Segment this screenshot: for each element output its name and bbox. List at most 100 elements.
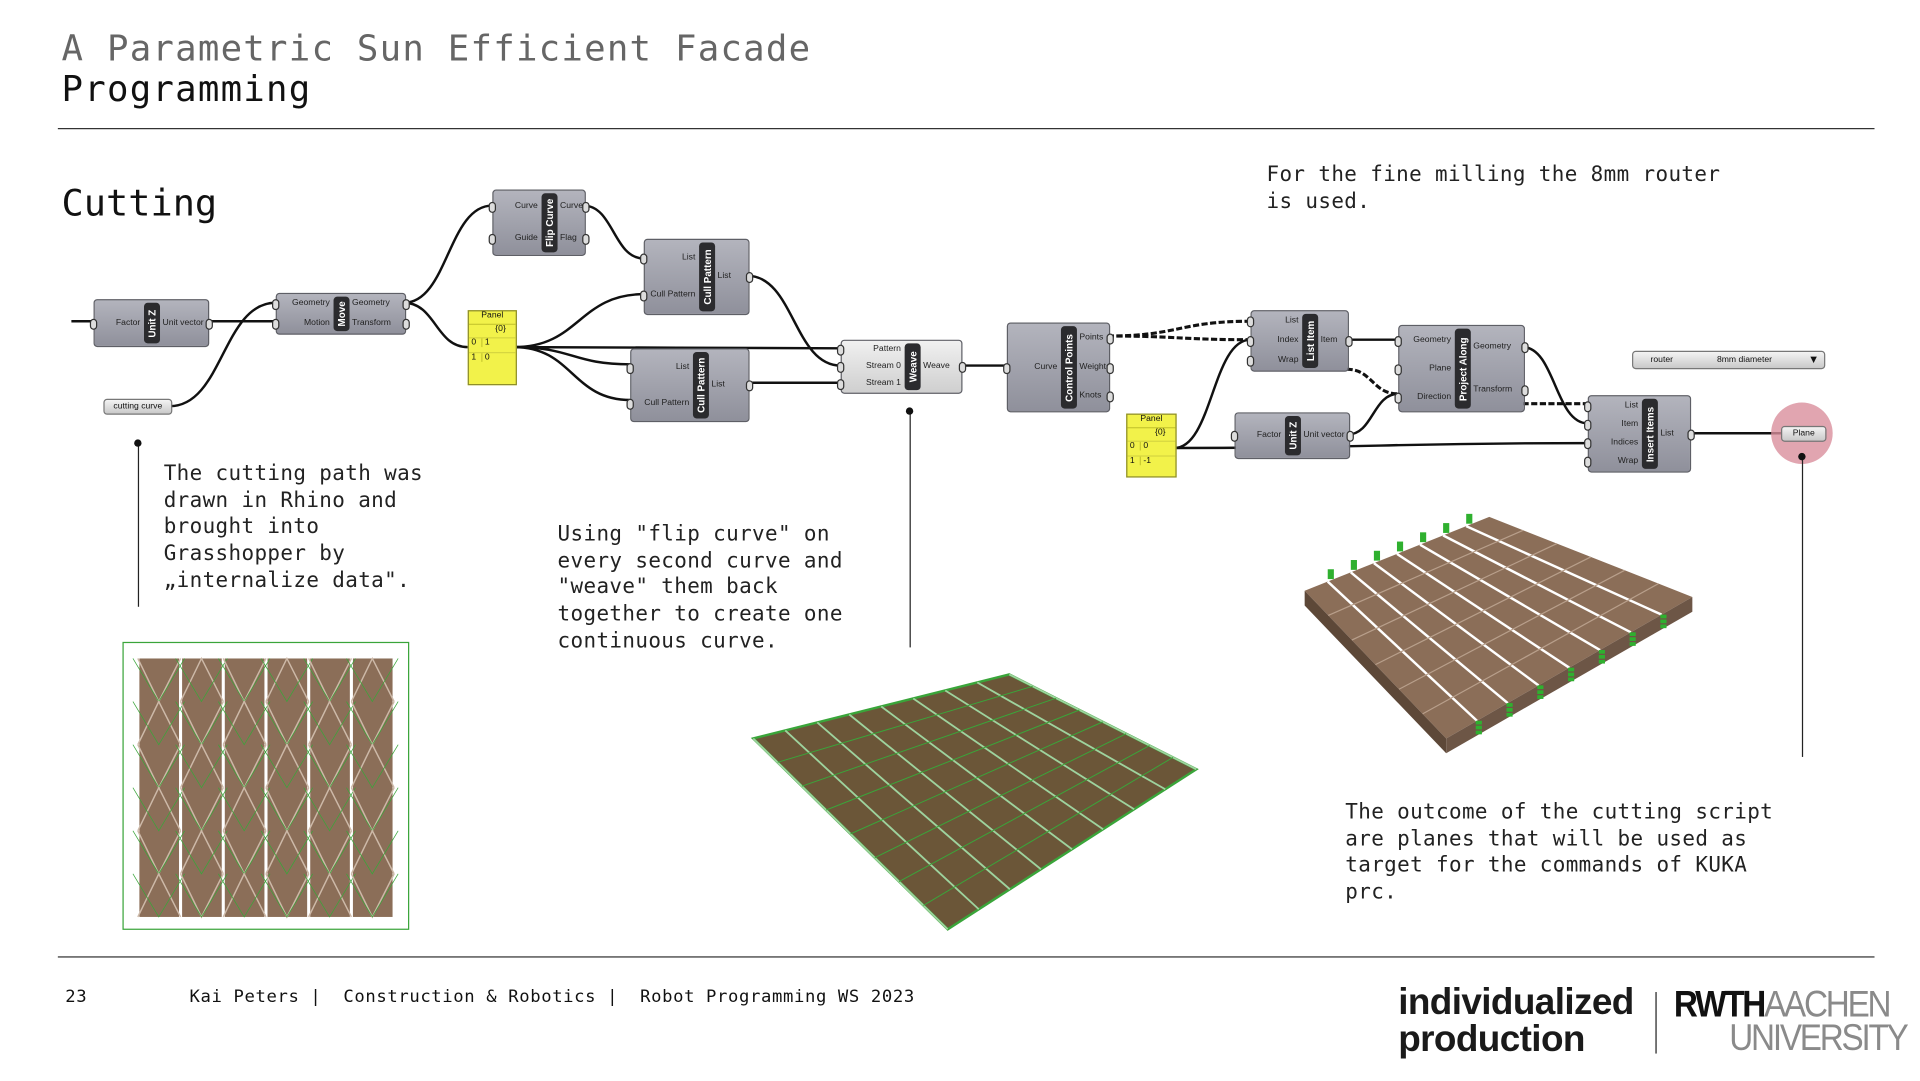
facet-edge [137,872,182,918]
wire [747,274,841,367]
port-grip[interactable] [1687,428,1695,441]
port-grip[interactable] [836,361,845,373]
port-grip[interactable] [745,380,754,392]
port-grip[interactable] [640,290,648,302]
port-grip[interactable] [1394,392,1402,404]
port-grip[interactable] [640,253,648,265]
port-grip[interactable] [1584,438,1592,450]
port-grip[interactable] [836,379,845,391]
plane-param[interactable]: Plane [1780,425,1827,442]
node-title-bar: List Item [1302,313,1319,369]
target-plane-marker [1350,560,1357,570]
row-value: 1 [484,338,490,348]
cutting-curve-param[interactable]: cutting curve [103,398,173,415]
input-curve: Curve [514,201,538,211]
port-grip[interactable] [272,318,280,330]
input-index: Index [1277,336,1299,345]
page-number: 23 [65,987,88,1007]
mesh-line [825,709,1080,811]
node-title-bar: Project Along [1454,328,1471,409]
output-weights: Weights [1079,362,1111,372]
port-grip[interactable] [836,344,845,356]
port-grip[interactable] [958,361,967,373]
port-grip[interactable] [488,201,497,213]
facet-edge [265,742,310,789]
port-grip[interactable] [1521,342,1529,354]
facet-edge [350,656,395,702]
port-grip[interactable] [1246,336,1255,348]
port-grip[interactable] [205,318,213,330]
facet-edge [1398,569,1625,690]
port-grip[interactable] [89,318,98,330]
mesh-line [260,744,314,789]
port-grip[interactable] [1346,430,1354,442]
port-grip[interactable] [1394,335,1402,347]
port-grip[interactable] [1521,384,1529,397]
target-plane-marker [1506,708,1513,712]
row-index: 0 [1127,441,1141,451]
dropdown-arrow-icon[interactable]: ▼ [1808,353,1820,366]
target-plane-marker [1660,624,1667,629]
port-grip[interactable] [1106,333,1114,345]
port-grip[interactable] [626,362,634,374]
input-list: List [681,253,696,263]
target-plane-marker [1327,569,1334,580]
port-grip[interactable] [1003,362,1011,374]
panel-title: Panel [1127,415,1176,429]
port-grip[interactable] [1584,400,1592,412]
port-grip[interactable] [402,299,410,311]
target-plane-marker [1660,614,1667,619]
port-grip[interactable] [1345,336,1353,348]
mesh-line [175,744,228,789]
input-curve: Curve [1034,362,1058,372]
callout-line [1801,456,1804,757]
row-index: 0 [469,338,483,348]
port-grip[interactable] [1394,363,1402,375]
port-grip[interactable] [402,318,410,330]
node-title-bar: Weave [904,343,921,391]
row-value: 0 [1143,441,1149,451]
port-grip[interactable] [488,233,497,245]
port-grip[interactable] [582,233,590,245]
port-grip[interactable] [626,398,634,410]
port-grip[interactable] [272,299,280,311]
target-plane-marker [1598,659,1605,664]
input-stream-1: Stream 1 [865,379,901,388]
perspective-render [753,674,1197,930]
footer-text: Kai Peters | Construction & Robotics | R… [189,987,915,1007]
panel-row: 1 -1 [1127,455,1176,470]
panel-row: 1 0 [468,352,516,367]
planes-side [1304,590,1447,754]
facet-edge [222,699,267,745]
facet-edge [308,872,353,918]
port-grip[interactable] [745,272,754,284]
port-grip[interactable] [1584,457,1592,469]
port-grip[interactable] [1230,430,1239,442]
port-grip[interactable] [1106,362,1114,374]
mesh-line [218,701,271,746]
facet-edge [350,829,395,875]
input-geometry: Geometry [292,299,330,308]
port-grip[interactable] [1246,316,1255,328]
mesh-line [218,873,271,918]
logo-divider [1655,992,1657,1054]
port-grip[interactable] [1246,355,1255,367]
dropdown-label: router [1650,355,1674,365]
port-grip[interactable] [1584,419,1592,431]
port-grip[interactable] [1106,391,1114,403]
port-grip[interactable] [582,201,590,213]
